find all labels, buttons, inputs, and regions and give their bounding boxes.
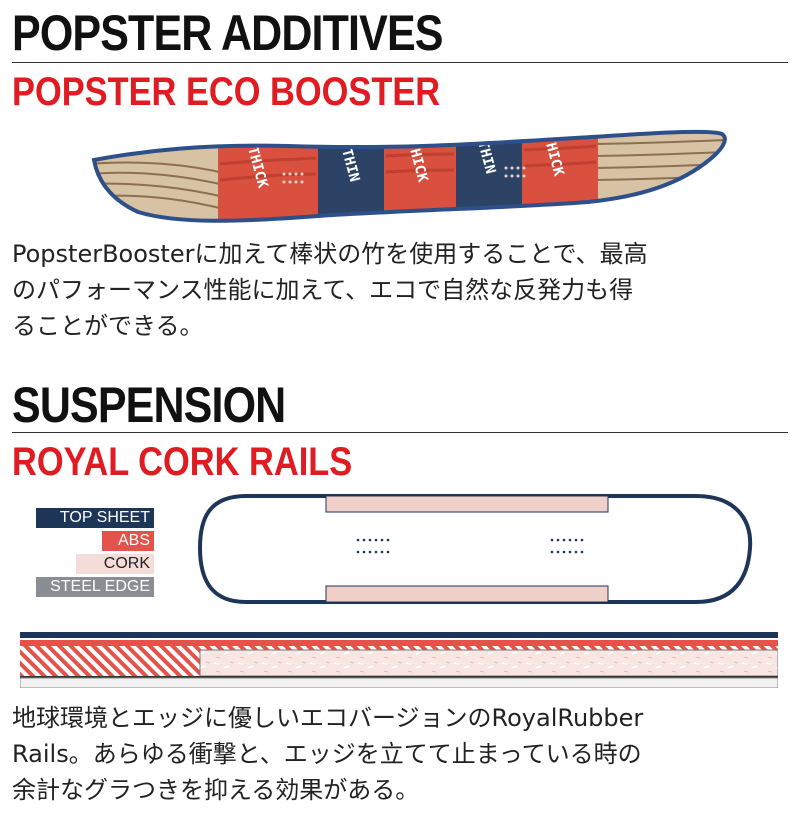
description-line: ることができる。 — [12, 312, 204, 340]
layer-legend: TOP SHEET ABS CORK STEEL EDGE — [36, 508, 154, 600]
legend-top-sheet: TOP SHEET — [36, 508, 154, 528]
divider — [12, 432, 788, 433]
section-title-suspension: SUSPENSION — [12, 377, 286, 433]
layer-cross-section — [20, 632, 778, 688]
description-line: 地球環境とエッジに優しいエコバージョンのRoyalRubber — [12, 704, 644, 732]
popster-board-illustration: THICK THIN THICK THIN THICK — [91, 129, 727, 223]
section-title-popster-additives: POPSTER ADDITIVES — [12, 5, 443, 61]
suspension-description: 地球環境とエッジに優しいエコバージョンのRoyalRubber Rails。あら… — [12, 700, 800, 808]
description-line: 余計なグラつきを抑える効果がある。 — [12, 776, 420, 804]
description-line: Rails。あらゆる衝撃と、エッジを立てて止まっている時の — [12, 740, 642, 768]
legend-steel-edge: STEEL EDGE — [36, 577, 154, 597]
description-line: PopsterBoosterに加えて棒状の竹を使用することで、最高 — [12, 240, 648, 268]
cork-rails-board-topview — [197, 494, 753, 604]
divider — [12, 62, 788, 63]
legend-cork: CORK — [76, 554, 154, 574]
legend-abs: ABS — [102, 531, 154, 551]
popster-description: PopsterBoosterに加えて棒状の竹を使用することで、最高 のパフォーマ… — [12, 236, 800, 344]
subtitle-royal-cork-rails: ROYAL CORK RAILS — [12, 440, 353, 484]
subtitle-popster-eco-booster: POPSTER ECO BOOSTER — [12, 70, 441, 114]
description-line: のパフォーマンス性能に加えて、エコで自然な反発力も得 — [12, 276, 634, 304]
